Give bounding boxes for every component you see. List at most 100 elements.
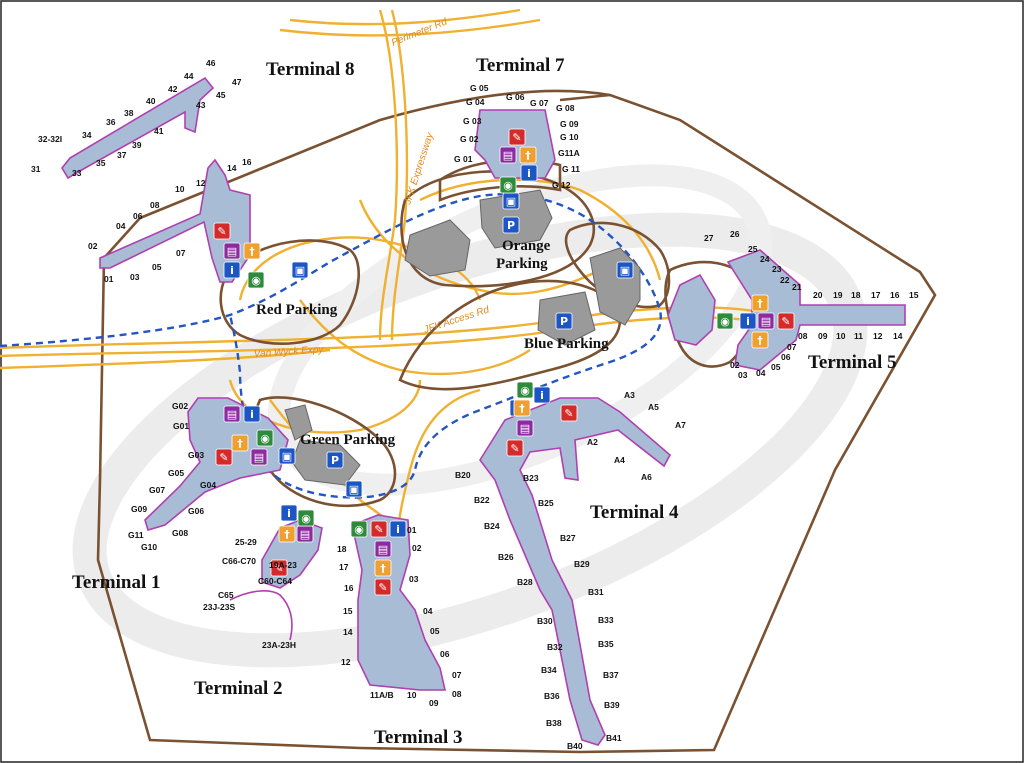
svg-text:✎: ✎ <box>274 562 283 575</box>
gate-label-t4: B28 <box>517 577 533 587</box>
svg-text:i: i <box>250 408 254 421</box>
svg-text:◉: ◉ <box>520 384 530 397</box>
gate-label-t8: 43 <box>196 100 206 110</box>
terminal-5 <box>667 249 906 371</box>
parking-label-orange-2: Parking <box>496 256 548 272</box>
svg-text:◉: ◉ <box>260 432 270 445</box>
gate-label-t4: B33 <box>598 615 614 625</box>
svg-text:✎: ✎ <box>378 581 387 594</box>
svg-text:▤: ▤ <box>520 422 530 435</box>
parking-buildings <box>284 189 641 486</box>
gate-label-t5: 17 <box>871 290 881 300</box>
gate-label-t8b: 06 <box>133 211 143 221</box>
baggage-icon: ▤ <box>296 525 314 543</box>
gate-label-t5: 18 <box>851 290 861 300</box>
gate-label-t5: 20 <box>813 290 823 300</box>
gate-label-t4: B25 <box>538 498 554 508</box>
svg-text:◉: ◉ <box>720 315 730 328</box>
gate-label-t3: 16 <box>344 583 354 593</box>
svg-text:✎: ✎ <box>510 442 519 455</box>
terminal-label-4: Terminal 4 <box>590 502 679 523</box>
svg-text:✎: ✎ <box>781 315 790 328</box>
gate-label-t8: 35 <box>96 158 106 168</box>
gate-label-t5: 11 <box>854 331 863 341</box>
svg-text:▤: ▤ <box>761 315 771 328</box>
gate-label-t7: G 06 <box>506 92 525 102</box>
gate-label-t4: B39 <box>604 700 620 710</box>
checkin-icon: ✎ <box>506 439 524 457</box>
info-icon: i <box>533 386 551 404</box>
car-icon: ◉ <box>716 312 734 330</box>
car-icon: ◉ <box>499 176 517 194</box>
gate-label-t8b: 08 <box>150 200 160 210</box>
svg-text:P: P <box>507 219 515 232</box>
gate-label-t4: B22 <box>474 495 490 505</box>
gate-label-t4: A7 <box>675 420 686 430</box>
gate-label-t8b: 02 <box>88 241 98 251</box>
checkin-icon: ✎ <box>370 520 388 538</box>
svg-text:▤: ▤ <box>227 408 237 421</box>
gate-label-t4: A5 <box>648 402 659 412</box>
car-icon: ◉ <box>256 429 274 447</box>
gate-label-t4: A3 <box>624 390 635 400</box>
gate-label-t3: 14 <box>343 627 353 637</box>
gate-label-t5: 21 <box>792 282 802 292</box>
gate-label-t7: G 04 <box>466 97 485 107</box>
gate-label-t8: 46 <box>206 58 216 68</box>
gate-label-t2: C65 <box>218 590 234 600</box>
svg-text:†: † <box>519 402 525 415</box>
gate-label-t2: 23J-23S <box>203 602 235 612</box>
terminal-3 <box>351 514 447 691</box>
train-icon: ▣ <box>278 447 296 465</box>
gate-label-t4: B29 <box>574 559 590 569</box>
gate-label-t8b: 07 <box>176 248 186 258</box>
gate-label-t3: 01 <box>407 525 417 535</box>
gate-label-t8b: 03 <box>130 272 140 282</box>
gate-label-t4: B27 <box>560 533 576 543</box>
gate-label-t7: G 02 <box>460 134 479 144</box>
gate-label-t5: 07 <box>787 342 797 352</box>
gate-label-t8: 34 <box>82 130 92 140</box>
train-icon: ▣ <box>291 261 309 279</box>
gate-label-t7: G 12 <box>552 180 571 190</box>
gate-label-t3: 15 <box>343 606 353 616</box>
svg-text:i: i <box>527 167 531 180</box>
baggage-icon: ▤ <box>516 419 534 437</box>
car-icon: ◉ <box>516 381 534 399</box>
gate-label-t4: A6 <box>641 472 652 482</box>
gate-label-t3: 06 <box>440 649 450 659</box>
terminal-label-2: Terminal 2 <box>194 678 283 699</box>
svg-text:◉: ◉ <box>503 179 513 192</box>
svg-text:▤: ▤ <box>300 528 310 541</box>
gate-label-t5: 05 <box>771 362 781 372</box>
food-icon: † <box>513 399 531 417</box>
gate-label-t5: 14 <box>893 331 903 341</box>
parking-label-green: Green Parking <box>300 432 396 448</box>
food-icon: † <box>278 525 296 543</box>
terminal-label-5: Terminal 5 <box>808 352 897 373</box>
gate-label-t5: 02 <box>730 360 740 370</box>
gate-label-t4: B36 <box>544 691 560 701</box>
svg-text:†: † <box>237 437 243 450</box>
food-icon: † <box>751 331 769 349</box>
gate-label-t8: 45 <box>216 90 226 100</box>
svg-text:▤: ▤ <box>254 451 264 464</box>
gate-label-t4: A2 <box>587 437 598 447</box>
checkin-icon: ✎ <box>508 128 526 146</box>
gate-label-t4: B34 <box>541 665 557 675</box>
terminal-label-3: Terminal 3 <box>374 727 463 748</box>
gate-label-t8b: 01 <box>104 274 114 284</box>
gate-label-t4: B30 <box>537 616 553 626</box>
baggage-icon: ▤ <box>757 312 775 330</box>
svg-text:†: † <box>249 245 255 258</box>
info-icon: i <box>520 164 538 182</box>
airport-boundary <box>96 89 937 754</box>
road-label-vanwyck: Van Wyck Expy <box>253 344 324 360</box>
gate-label-t4: A4 <box>614 455 625 465</box>
svg-text:†: † <box>757 334 763 347</box>
gate-label-t7: G 11 <box>562 164 580 174</box>
food-icon: † <box>751 294 769 312</box>
gate-label-t3: 18 <box>337 544 347 554</box>
terminal-label-8: Terminal 8 <box>266 59 355 80</box>
terminal-label-1: Terminal 1 <box>72 572 161 593</box>
